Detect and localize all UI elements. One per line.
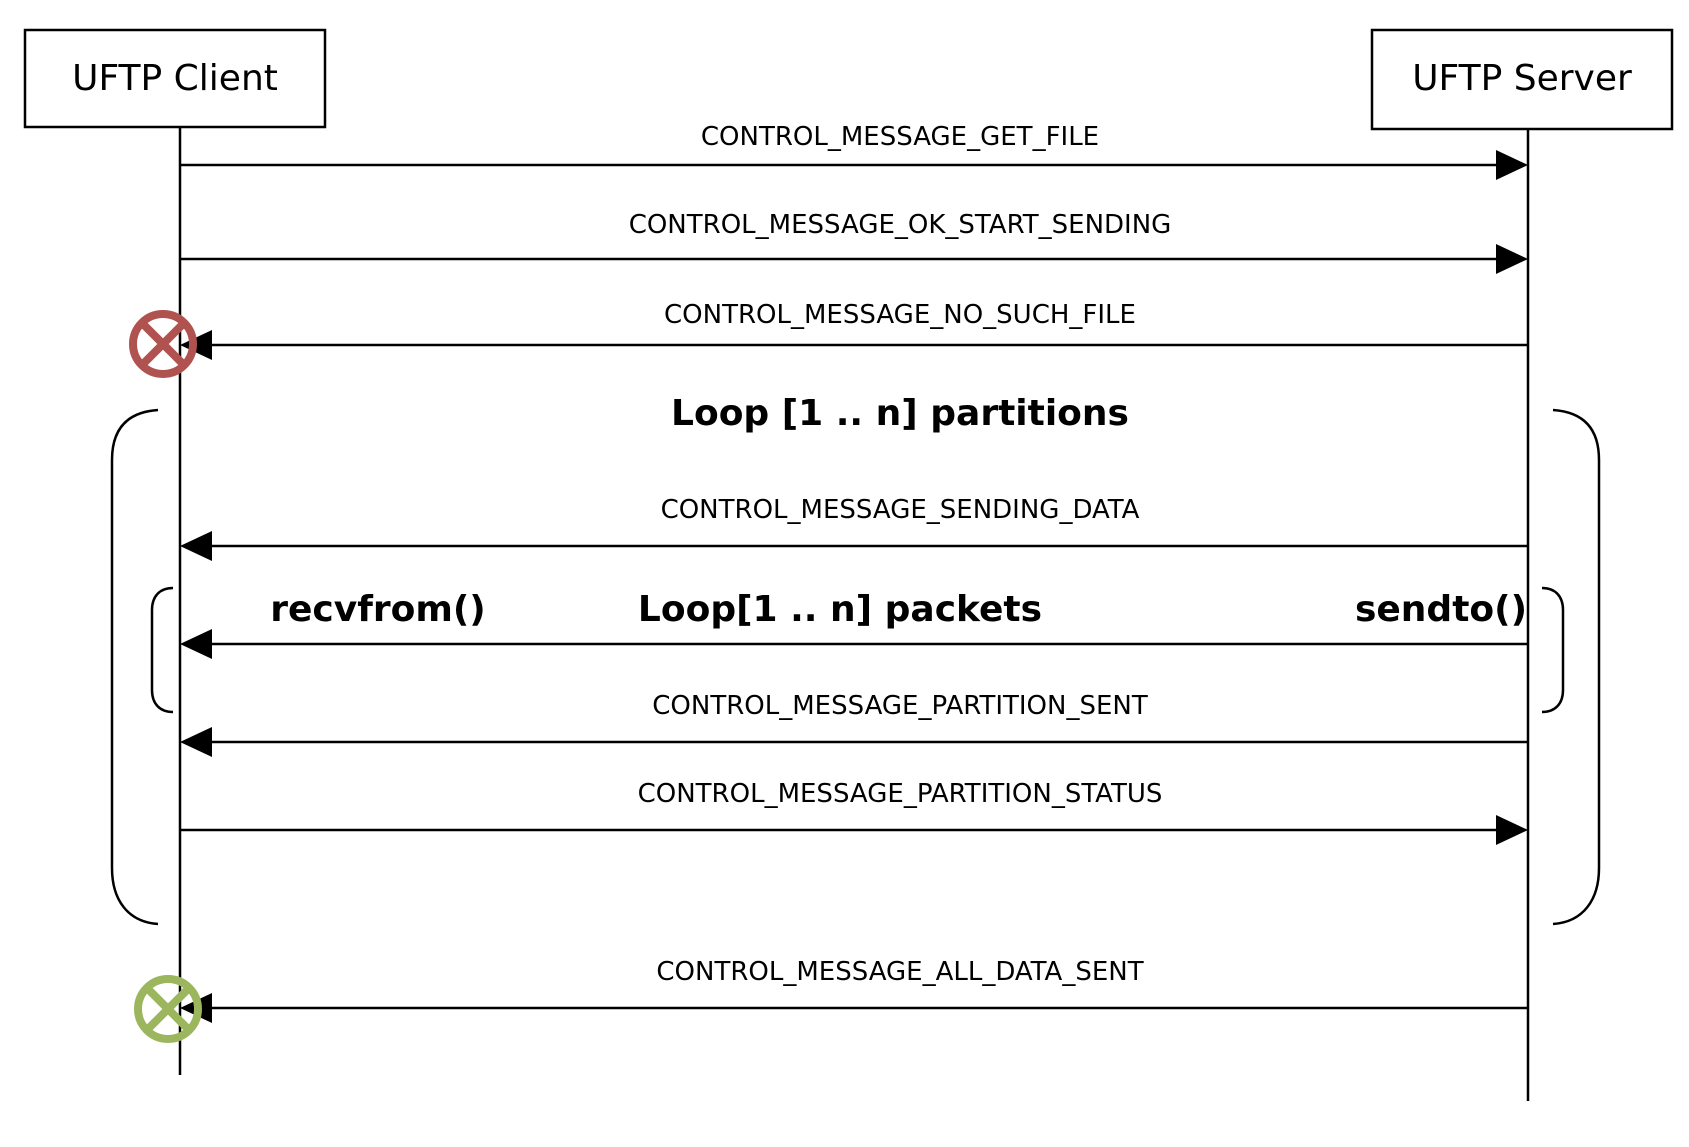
loop-partitions: Loop [1 .. n] partitions [110,393,1601,926]
message-packets-arrowhead [180,629,212,659]
recvfrom-call-label: recvfrom() [270,589,486,630]
loop-packets-title: Loop[1 .. n] packets [638,589,1042,630]
loop-partitions-left-bracket [110,408,159,926]
message-partition-status: CONTROL_MESSAGE_PARTITION_STATUS [180,779,1528,845]
sendto-call-label: sendto() [1355,589,1527,630]
message-ok-start-sending-arrowhead [1496,244,1528,274]
message-sending-data: CONTROL_MESSAGE_SENDING_DATA [180,495,1528,561]
message-partition-sent-label: CONTROL_MESSAGE_PARTITION_SENT [652,691,1148,721]
message-partition-status-arrowhead [1496,815,1528,845]
loop-packets-right-bracket [1541,586,1565,714]
message-get-file: CONTROL_MESSAGE_GET_FILE [180,122,1528,180]
failure-x-circle-icon [129,310,197,378]
message-ok-start-sending: CONTROL_MESSAGE_OK_START_SENDING [180,210,1528,274]
message-all-data-sent-label: CONTROL_MESSAGE_ALL_DATA_SENT [656,957,1143,987]
message-get-file-label: CONTROL_MESSAGE_GET_FILE [701,122,1099,152]
client-actor: UFTP Client [23,28,327,129]
message-partition-sent: CONTROL_MESSAGE_PARTITION_SENT [180,691,1528,757]
server-actor-label: UFTP Server [1412,58,1632,99]
message-partition-status-label: CONTROL_MESSAGE_PARTITION_STATUS [638,779,1163,809]
message-no-such-file: CONTROL_MESSAGE_NO_SUCH_FILE [180,300,1528,360]
message-all-data-sent: CONTROL_MESSAGE_ALL_DATA_SENT [180,957,1528,1023]
loop-partitions-right-bracket [1552,408,1601,926]
client-actor-label: UFTP Client [72,58,278,99]
message-partition-sent-arrowhead [180,727,212,757]
loop-packets-left-bracket [150,586,174,714]
message-ok-start-sending-label: CONTROL_MESSAGE_OK_START_SENDING [629,210,1172,240]
loop-packets: recvfrom() Loop[1 .. n] packets sendto() [150,586,1565,714]
message-no-such-file-label: CONTROL_MESSAGE_NO_SUCH_FILE [664,300,1136,330]
success-x-circle-icon [134,975,202,1043]
message-get-file-arrowhead [1496,150,1528,180]
client-actor-box [23,28,327,129]
server-actor: UFTP Server [1370,28,1674,131]
message-sending-data-arrowhead [180,531,212,561]
message-sending-data-label: CONTROL_MESSAGE_SENDING_DATA [661,495,1140,525]
server-actor-box [1370,28,1674,131]
loop-partitions-title: Loop [1 .. n] partitions [671,393,1129,434]
